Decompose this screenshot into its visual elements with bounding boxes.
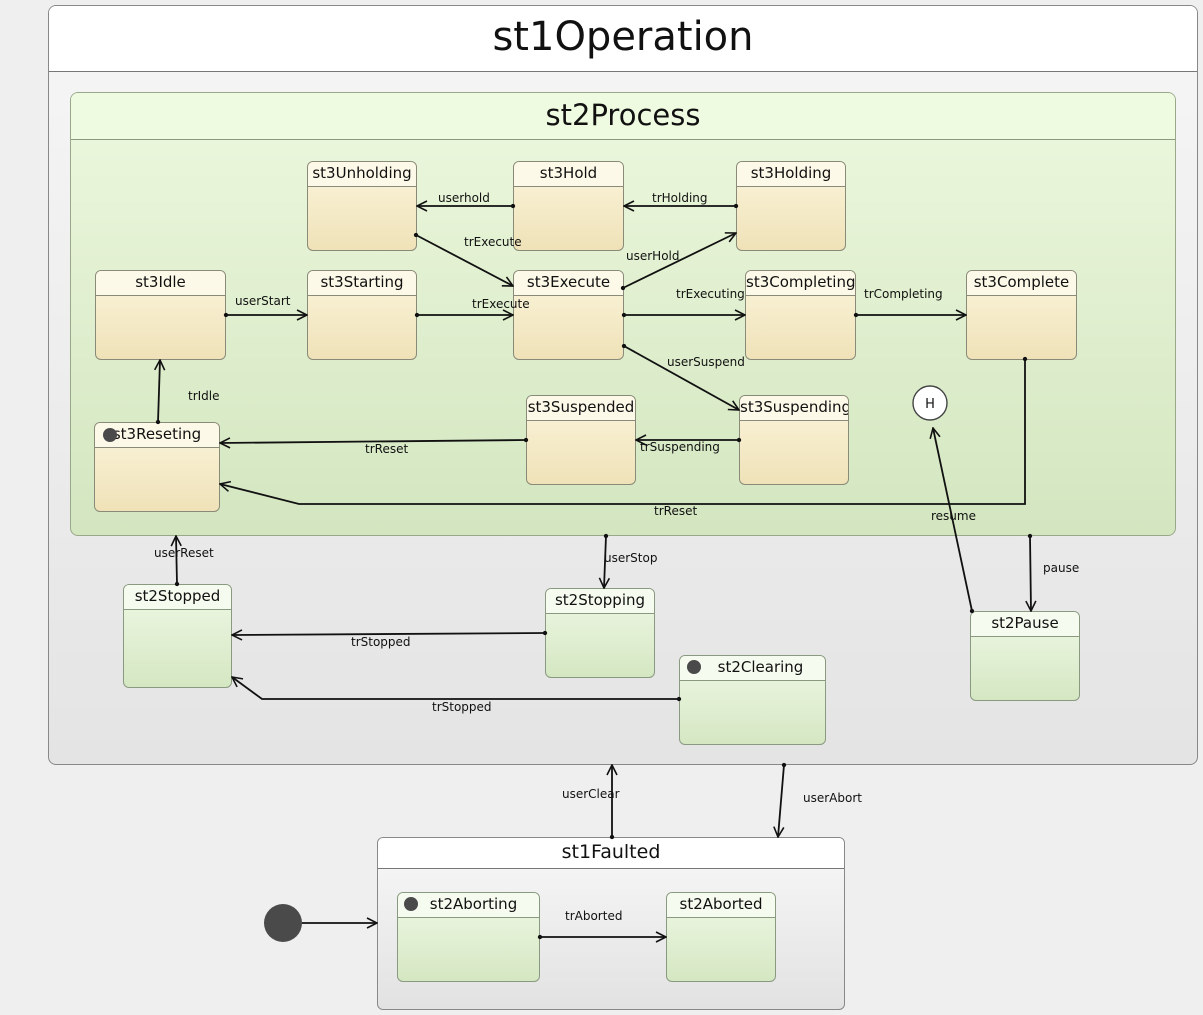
state-st2aborting[interactable]: st2Aborting xyxy=(397,892,540,982)
label-trreset-complete: trReset xyxy=(654,504,697,518)
state-title: st3Execute xyxy=(514,271,623,296)
state-title: st3Completing xyxy=(746,271,855,296)
transition-trstopped-clearing[interactable] xyxy=(232,677,679,699)
state-title: st3Holding xyxy=(737,162,845,187)
transition-trreset-complete[interactable] xyxy=(220,359,1025,505)
state-title: st2Clearing xyxy=(680,656,825,681)
label-trstopped-stopping: trStopped xyxy=(351,635,411,649)
label-trholding: trHolding xyxy=(652,191,708,205)
state-st3hold[interactable]: st3Hold xyxy=(513,161,624,251)
initial-marker-icon xyxy=(404,897,418,911)
label-usersuspend: userSuspend xyxy=(667,355,745,369)
label-userstart: userStart xyxy=(235,294,291,308)
label-userclear: userClear xyxy=(562,787,620,801)
initial-marker-icon xyxy=(687,660,701,674)
state-st3starting[interactable]: st3Starting xyxy=(307,270,417,360)
state-title: st3Idle xyxy=(96,271,225,296)
transition-resume[interactable] xyxy=(933,428,972,611)
label-trstopped-clearing: trStopped xyxy=(432,700,492,714)
label-trcompleting: trCompleting xyxy=(864,287,943,301)
initial-state-icon xyxy=(264,904,302,942)
state-st2stopped[interactable]: st2Stopped xyxy=(123,584,232,688)
state-st2aborted[interactable]: st2Aborted xyxy=(666,892,776,982)
label-trexecute-unholding: trExecute xyxy=(464,235,522,249)
transition-tridle[interactable] xyxy=(158,360,160,422)
transition-userhold-execute[interactable] xyxy=(623,233,736,288)
state-title: st2Aborting xyxy=(398,893,539,918)
label-tridle: trIdle xyxy=(188,389,220,403)
state-title: st3Hold xyxy=(514,162,623,187)
transition-userreset[interactable] xyxy=(176,536,177,584)
label-traborted: trAborted xyxy=(565,909,622,923)
state-st2pause[interactable]: st2Pause xyxy=(970,611,1080,701)
label-userhold: userhold xyxy=(438,191,490,205)
transition-userstop[interactable] xyxy=(604,536,606,588)
state-st3complete[interactable]: st3Complete xyxy=(966,270,1077,360)
label-trsuspending: trSuspending xyxy=(640,440,720,454)
state-title: st3Starting xyxy=(308,271,416,296)
state-title: st3Complete xyxy=(967,271,1076,296)
label-resume: resume xyxy=(931,509,976,523)
transition-userabort[interactable] xyxy=(778,765,784,837)
label-userstop: userStop xyxy=(604,551,657,565)
state-title: st2Pause xyxy=(971,612,1079,637)
state-title: st2Aborted xyxy=(667,893,775,918)
state-st2clearing[interactable]: st2Clearing xyxy=(679,655,826,745)
state-title: st2Stopping xyxy=(546,589,654,614)
state-title: st2Process xyxy=(71,93,1175,140)
state-title: st2Stopped xyxy=(124,585,231,610)
state-st3idle[interactable]: st3Idle xyxy=(95,270,226,360)
label-trreset-suspended: trReset xyxy=(365,442,408,456)
state-title: st3Unholding xyxy=(308,162,416,187)
label-userreset: userReset xyxy=(154,546,214,560)
label-userhold-execute: userHold xyxy=(626,249,680,263)
label-userabort: userAbort xyxy=(803,791,862,805)
history-state[interactable]: H xyxy=(912,385,948,421)
state-st3execute[interactable]: st3Execute xyxy=(513,270,624,360)
state-st3unholding[interactable]: st3Unholding xyxy=(307,161,417,251)
state-st2stopping[interactable]: st2Stopping xyxy=(545,588,655,678)
transition-trexecute-unholding[interactable] xyxy=(416,235,513,286)
state-title: st1Faulted xyxy=(378,838,844,869)
label-trexecuting: trExecuting xyxy=(676,287,745,301)
transition-pause[interactable] xyxy=(1030,536,1031,611)
initial-marker-icon xyxy=(103,428,117,442)
label-pause: pause xyxy=(1043,561,1079,575)
state-st3completing[interactable]: st3Completing xyxy=(745,270,856,360)
history-label: H xyxy=(925,397,935,412)
label-trexecute-starting: trExecute xyxy=(472,297,530,311)
state-title: st1Operation xyxy=(49,6,1197,72)
transition-trstopped-stopping[interactable] xyxy=(232,633,545,635)
state-st3holding[interactable]: st3Holding xyxy=(736,161,846,251)
